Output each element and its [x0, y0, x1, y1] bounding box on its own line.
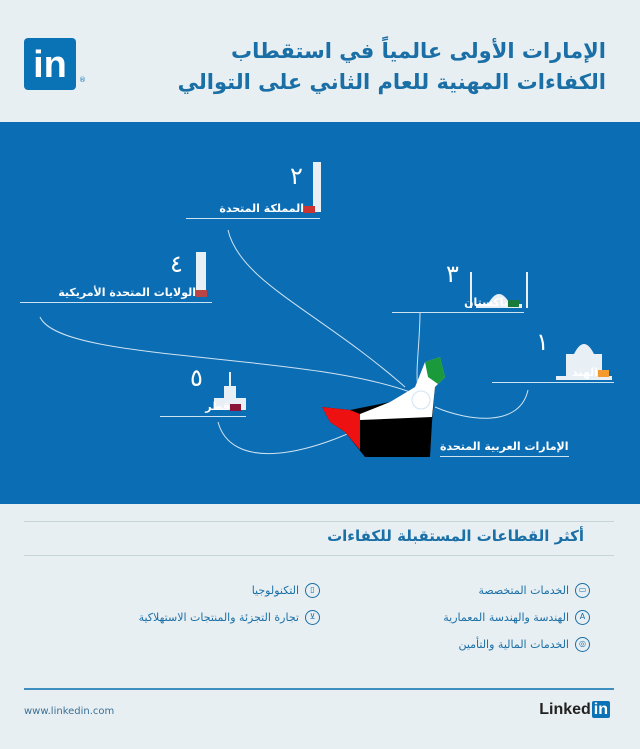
statue-of-liberty-icon	[196, 252, 206, 294]
cart-icon: ⊻	[305, 610, 320, 625]
uae-map-icon	[322, 357, 445, 457]
big-ben-icon	[313, 162, 321, 212]
sector-item: ⊻تجارة التجزئة والمنتجات الاستهلاكية	[139, 610, 320, 625]
label-usa: الولايات المتحدة الأمريكية	[20, 286, 212, 303]
rank-usa: ٤	[170, 250, 183, 278]
coins-icon: ◎	[575, 637, 590, 652]
briefcase-icon: ▭	[575, 583, 590, 598]
rank-qatar: ٥	[190, 364, 203, 392]
faisal-mosque-icon	[470, 272, 528, 308]
mouse-icon: ▯	[305, 583, 320, 598]
sector-item: ◎الخدمات المالية والتأمين	[458, 637, 590, 652]
qatar-flag-icon	[230, 403, 241, 411]
label-uk: المملكة المتحدة	[186, 202, 320, 219]
divider	[24, 521, 614, 522]
divider	[24, 555, 614, 556]
sector-item: ▯التكنولوجيا	[252, 583, 320, 598]
usa-flag-icon	[196, 289, 207, 297]
title-line-2: الكفاءات المهنية للعام الثاني على التوال…	[177, 70, 606, 94]
compass-icon: A	[575, 610, 590, 625]
india-flag-icon	[598, 369, 609, 377]
qatar-landmark-icon	[214, 372, 246, 410]
migration-map: ٢ المملكة المتحدة ٤ الولايات المتحدة الأ…	[0, 122, 640, 504]
page-title: الإمارات الأولى عالمياً في استقطاب الكفا…	[126, 36, 606, 98]
flow-arrows	[39, 229, 529, 455]
linkedin-logo: in	[24, 38, 76, 90]
rank-uk: ٢	[290, 162, 303, 190]
rank-pakistan: ٣	[446, 260, 459, 288]
sector-item: ▭الخدمات المتخصصة	[478, 583, 590, 598]
footer-divider	[24, 688, 614, 690]
uk-flag-icon	[304, 205, 315, 213]
sectors-heading: أكثر القطاعات المستقبلة للكفاءات	[327, 527, 584, 545]
rank-india: ١	[536, 328, 549, 356]
label-pakistan: باكستان	[392, 296, 524, 313]
pakistan-flag-icon	[508, 299, 519, 307]
registered-mark: ®	[79, 76, 86, 84]
label-uae: الإمارات العربية المتحدة	[440, 440, 569, 457]
website-link[interactable]: www.linkedin.com	[24, 706, 115, 717]
label-india: الهند	[492, 366, 614, 383]
title-line-1: الإمارات الأولى عالمياً في استقطاب	[230, 39, 606, 63]
label-qatar: قطر	[160, 400, 246, 417]
